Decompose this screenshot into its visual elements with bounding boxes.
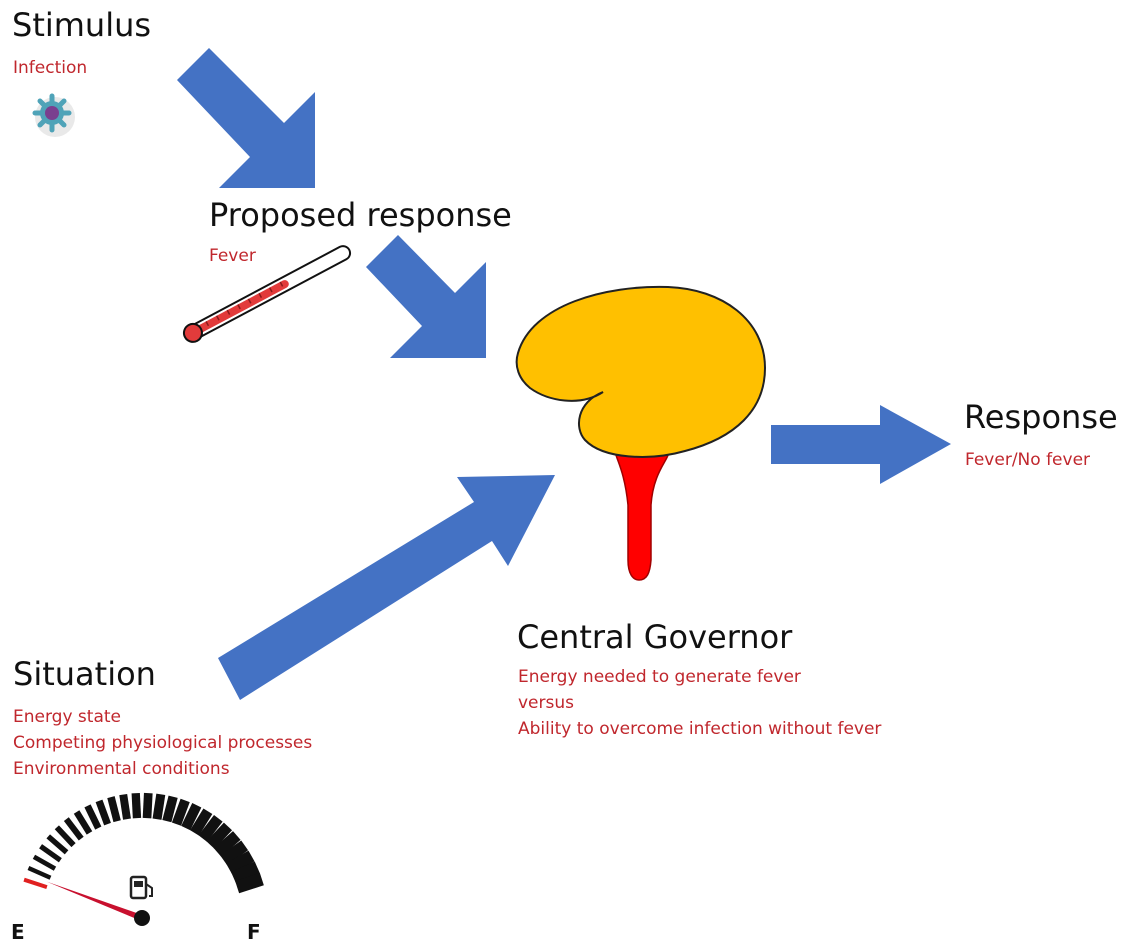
- situation-title: Situation: [13, 655, 156, 693]
- gauge-tick: [162, 795, 178, 823]
- gauge-tick: [171, 798, 190, 826]
- gauge-tick: [235, 872, 264, 894]
- fuel-pump-icon: [129, 875, 153, 900]
- response-title: Response: [964, 398, 1118, 436]
- stimulus-detail: Infection: [13, 58, 88, 78]
- gauge-hub: [134, 910, 150, 926]
- brain-lobe: [515, 285, 767, 458]
- gauge-tick: [23, 877, 48, 890]
- gauge-tick: [54, 825, 76, 848]
- gauge-tick: [63, 817, 84, 841]
- virus-icon: [32, 93, 75, 137]
- gauge-tick: [46, 834, 69, 855]
- gauge-empty-label: E: [11, 920, 25, 944]
- gauge-tick: [32, 854, 57, 871]
- gauge-tick: [131, 792, 142, 819]
- proposed-response-title: Proposed response: [209, 196, 512, 234]
- stimulus-title: Stimulus: [12, 6, 152, 44]
- central-governor-details: Energy needed to generate fever versus A…: [518, 664, 881, 742]
- situation-line: Competing physiological processes: [13, 733, 313, 753]
- central-governor-title: Central Governor: [517, 618, 793, 656]
- gauge-needle: [46, 881, 144, 921]
- gauge-tick: [27, 866, 52, 880]
- arrow-proposed-to-governor: [366, 235, 486, 358]
- gauge-tick: [181, 803, 202, 831]
- arrow-situation-to-governor: [218, 475, 555, 700]
- situation-line: Environmental conditions: [13, 759, 230, 779]
- gauge-tick: [190, 808, 213, 836]
- governor-line: Ability to overcome infection without fe…: [518, 719, 882, 739]
- gauge-tick: [152, 793, 166, 820]
- situation-details: Energy state Competing physiological pro…: [13, 704, 312, 782]
- gauge-tick: [213, 831, 241, 857]
- arrow-governor-to-response: [771, 405, 951, 484]
- response-detail: Fever/No fever: [965, 450, 1091, 470]
- gauge-tick: [73, 810, 93, 835]
- thermometer-icon: [182, 245, 352, 343]
- gauge-tick: [220, 840, 249, 866]
- brain-stem: [615, 454, 669, 581]
- fuel-gauge-icon: [23, 792, 264, 926]
- gauge-tick: [142, 792, 153, 819]
- gauge-tick: [225, 850, 255, 875]
- gauge-tick: [230, 861, 260, 884]
- gauge-tick: [84, 804, 102, 830]
- gauge-tick: [39, 844, 62, 863]
- governor-line: versus: [518, 693, 574, 713]
- gauge-tick: [119, 793, 131, 820]
- gauge-full-label: F: [247, 920, 261, 944]
- gauge-tick: [95, 799, 111, 826]
- gauge-tick: [107, 796, 121, 823]
- proposed-response-detail: Fever: [209, 246, 256, 266]
- brain-icon: [515, 285, 767, 581]
- gauge-tick: [198, 815, 223, 842]
- arrow-stimulus-to-proposed: [177, 48, 315, 188]
- governor-line: Energy needed to generate fever: [518, 667, 801, 687]
- situation-line: Energy state: [13, 707, 121, 727]
- gauge-tick: [206, 822, 233, 849]
